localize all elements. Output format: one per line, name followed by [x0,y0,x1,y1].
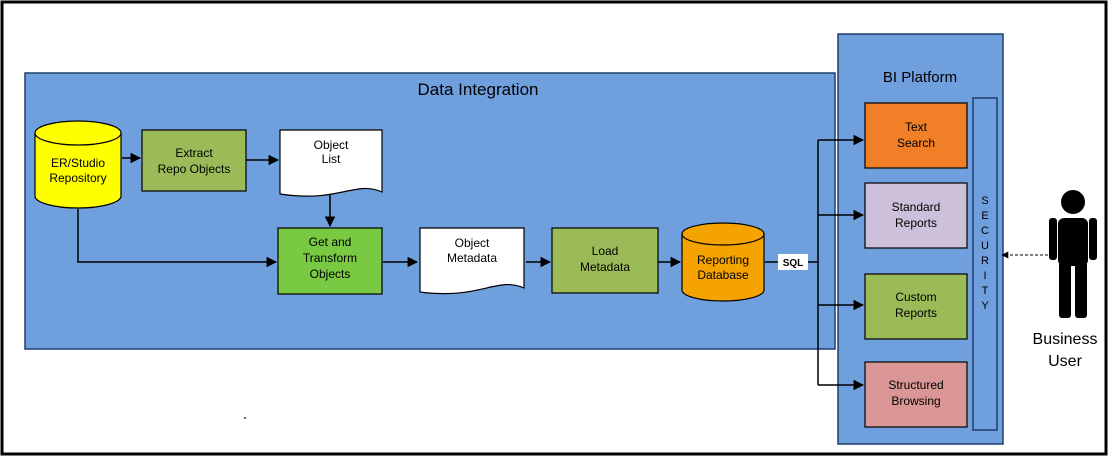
repository-label-1: ER/Studio [51,156,105,170]
load-metadata-node: Load Metadata [551,227,659,294]
repository-node: ER/Studio Repository [34,120,122,209]
text-search-label-1: Text [905,120,928,134]
get-transform-node: Get and Transform Objects [277,227,383,295]
business-user-icon [1049,190,1097,318]
data-integration-title: Data Integration [418,80,539,99]
text-search-node: Text Search [864,102,968,169]
stray-dot [244,417,246,419]
load-metadata-label-2: Metadata [580,260,630,274]
arrow-repo-to-transform [77,209,278,268]
extract-node: Extract Repo Objects [141,129,247,192]
security-letter: I [983,270,986,282]
security-bar [972,97,998,431]
repository-label-2: Repository [49,171,106,185]
get-transform-label-3: Objects [310,267,351,281]
business-user-label-1: Business [1033,331,1098,348]
data-integration-panel [24,72,836,350]
standard-reports-label-2: Reports [895,216,937,230]
object-metadata-node: Object Metadata [419,227,525,295]
security-letter: T [982,285,989,297]
get-transform-label-1: Get and [309,235,352,249]
object-metadata-label-1: Object [455,236,490,250]
reporting-db-label-1: Reporting [697,253,749,267]
reporting-db-node: Reporting Database [681,222,765,302]
custom-reports-node: Custom Reports [864,273,968,340]
get-transform-label-2: Transform [303,251,357,265]
custom-reports-label-2: Reports [895,306,937,320]
connectors [77,134,1048,391]
structured-browsing-node: Structured Browsing [864,361,968,428]
security-letter: S [981,195,988,207]
standard-reports-node: Standard Reports [864,182,968,249]
object-list-node: Object List [279,129,383,197]
bi-platform-title: BI Platform [883,69,957,86]
security-letter: C [981,225,989,237]
business-user-label-2: User [1048,353,1082,370]
object-metadata-label-2: Metadata [447,251,497,265]
security-letter: U [981,240,989,252]
sql-label-box: SQL [778,254,808,270]
object-list-label-2: List [322,152,341,166]
load-metadata-label-1: Load [592,244,619,258]
security-letter: Y [981,300,989,312]
standard-reports-label-1: Standard [892,200,941,214]
extract-label-2: Repo Objects [158,162,231,176]
object-list-label-1: Object [314,138,349,152]
custom-reports-label-1: Custom [895,290,936,304]
text-search-label-2: Search [897,136,935,150]
sql-label: SQL [783,258,804,269]
security-letters: S E C U R I T Y [981,195,989,312]
extract-label-1: Extract [175,146,213,160]
security-letter: R [981,255,989,267]
security-letter: E [981,210,988,222]
reporting-db-label-2: Database [697,268,749,282]
structured-browsing-label-1: Structured [888,378,943,392]
structured-browsing-label-2: Browsing [891,394,940,408]
